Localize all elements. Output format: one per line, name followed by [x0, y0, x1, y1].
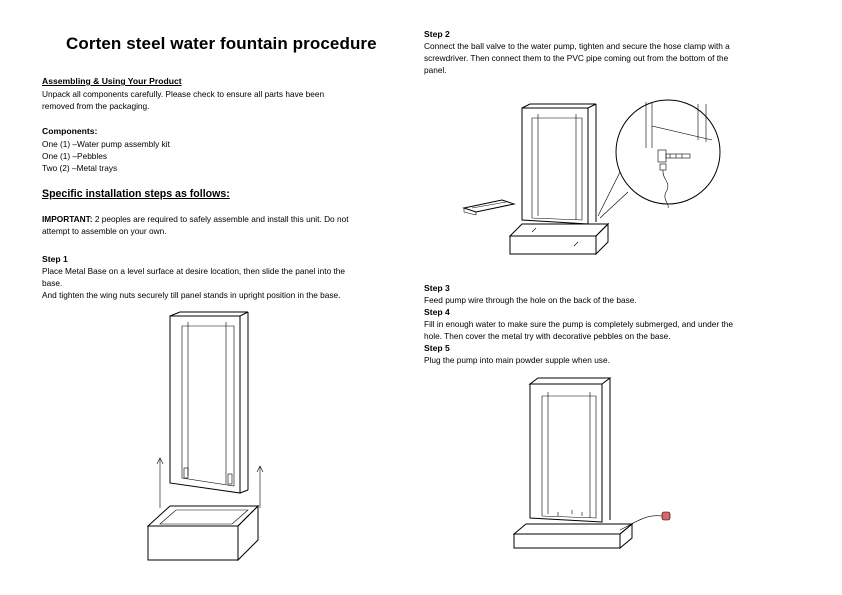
- important-text: 2 peoples are required to safely assembl…: [92, 214, 349, 224]
- step4-heading: Step 4: [424, 307, 450, 317]
- important-note: IMPORTANT: 2 peoples are required to saf…: [42, 213, 349, 237]
- important-line: attempt to assemble on your own.: [42, 226, 167, 236]
- step2-line: screwdriver. Then connect them to the PV…: [424, 53, 729, 63]
- step5-heading: Step 5: [424, 343, 450, 353]
- components-heading: Components:: [42, 126, 98, 136]
- step2-text: Connect the ball valve to the water pump…: [424, 40, 730, 76]
- component-item: One (1) –Pebbles: [42, 151, 108, 161]
- step3-text: Feed pump wire through the hole on the b…: [424, 294, 637, 306]
- component-item: Two (2) –Metal trays: [42, 163, 118, 173]
- step1-line: And tighten the wing nuts securely till …: [42, 290, 341, 300]
- components-list: One (1) –Water pump assembly kit One (1)…: [42, 138, 170, 174]
- specific-heading: Specific installation steps as follows:: [42, 188, 230, 200]
- assembling-line: Unpack all components carefully. Please …: [42, 89, 325, 99]
- component-item: One (1) –Water pump assembly kit: [42, 139, 170, 149]
- plug-icon: [661, 511, 671, 521]
- step2-heading: Step 2: [424, 29, 450, 39]
- important-label: IMPORTANT:: [42, 214, 93, 224]
- step5-illustration: [512, 377, 671, 550]
- step3-line: Feed pump wire through the hole on the b…: [424, 295, 637, 305]
- assembling-heading: Assembling & Using Your Product: [42, 76, 182, 86]
- assembling-text: Unpack all components carefully. Please …: [42, 88, 324, 112]
- step5-text: Plug the pump into main powder supple wh…: [424, 354, 610, 366]
- step3-heading: Step 3: [424, 283, 450, 293]
- step4-text: Fill in enough water to make sure the pu…: [424, 318, 733, 342]
- step1-line: Place Metal Base on a level surface at d…: [42, 266, 346, 276]
- step1-illustration: [146, 311, 264, 562]
- step2-line: panel.: [424, 65, 447, 75]
- step2-line: Connect the ball valve to the water pump…: [424, 41, 730, 51]
- step2-illustration: [462, 99, 721, 256]
- step1-heading: Step 1: [42, 254, 68, 264]
- page-title: Corten steel water fountain procedure: [66, 34, 377, 53]
- step4-line: hole. Then cover the metal try with deco…: [424, 331, 671, 341]
- step1-line: base.: [42, 278, 63, 288]
- step5-line: Plug the pump into main powder supple wh…: [424, 355, 610, 365]
- step1-text: Place Metal Base on a level surface at d…: [42, 265, 345, 301]
- step4-line: Fill in enough water to make sure the pu…: [424, 319, 733, 329]
- assembling-line: removed from the packaging.: [42, 101, 150, 111]
